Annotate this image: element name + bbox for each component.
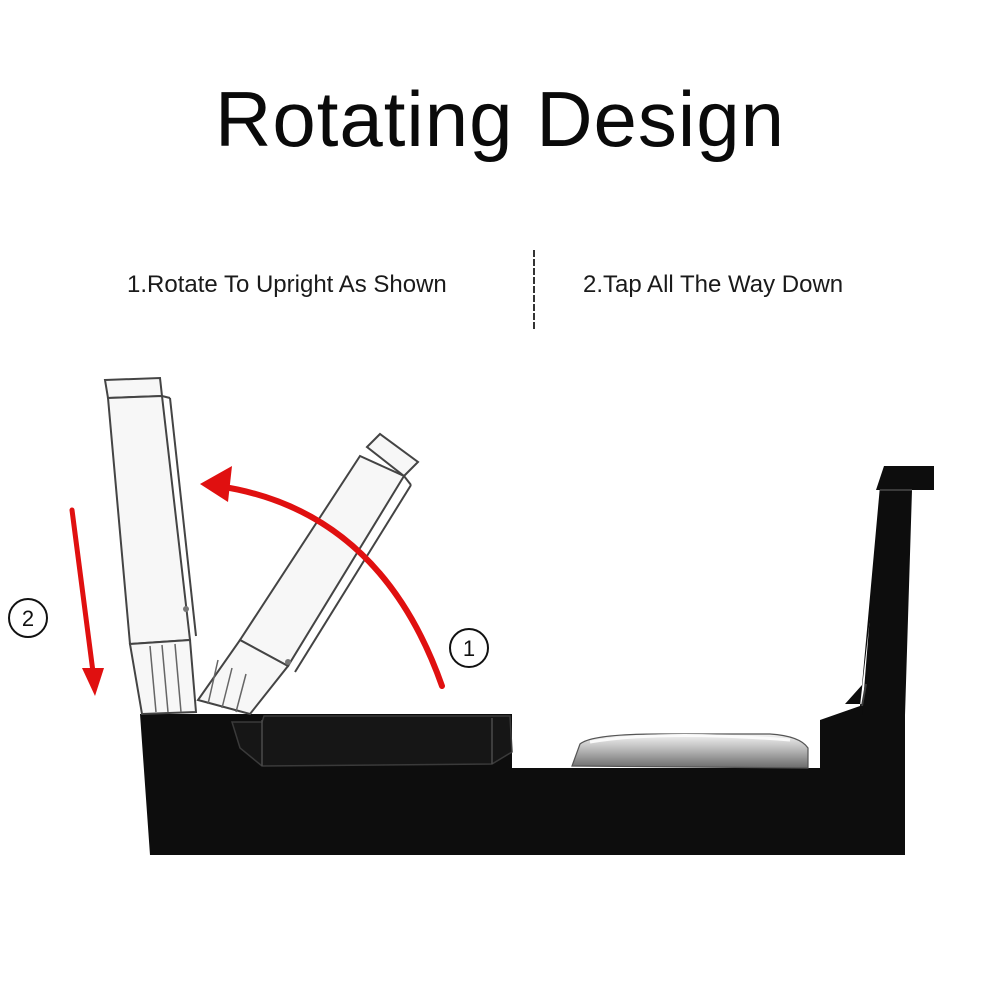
step-2-label: 2.Tap All The Way Down — [583, 271, 844, 298]
step-1-label: 1.Rotate To Upright As Shown — [127, 271, 447, 298]
step-marker-2: 2 — [8, 598, 48, 638]
device-base — [140, 466, 934, 855]
step-marker-2-label: 2 — [22, 606, 34, 631]
upright-tube — [103, 376, 198, 716]
down-arrow-icon — [69, 507, 104, 696]
curved-arrow-icon — [200, 466, 445, 689]
base-tray — [230, 715, 513, 767]
step-divider — [533, 250, 535, 330]
metal-puck — [571, 733, 809, 769]
step-marker-1: 1 — [449, 628, 489, 668]
base-right-wall — [862, 466, 934, 715]
step-marker-1-label: 1 — [463, 636, 475, 661]
tilted-tube — [196, 432, 420, 716]
page-title: Rotating Design — [215, 75, 785, 163]
